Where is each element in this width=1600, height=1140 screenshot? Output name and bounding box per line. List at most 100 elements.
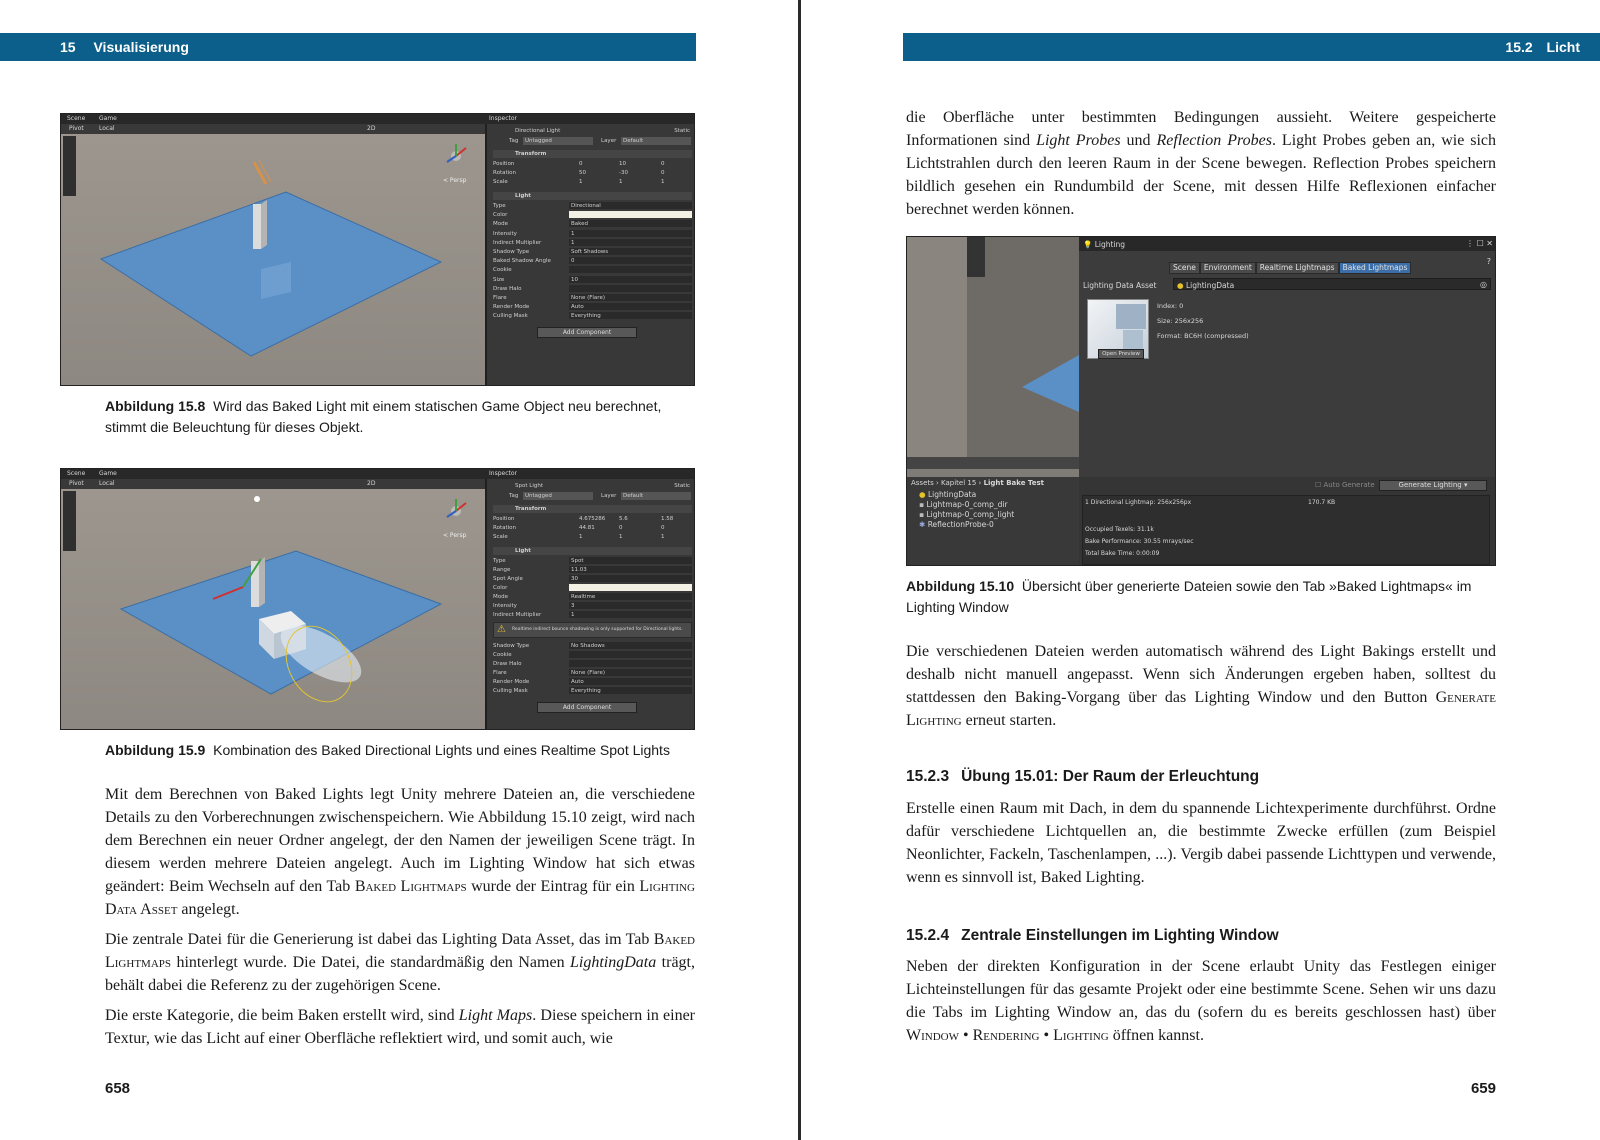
light-header[interactable]: Light [493, 547, 692, 555]
scene-tab[interactable]: Scene [67, 115, 86, 122]
breadcrumb-item[interactable]: Light Bake Test [983, 479, 1045, 487]
add-component-button[interactable]: Add Component [537, 702, 637, 713]
x-field[interactable]: 44.81 [579, 525, 595, 531]
persp-label[interactable]: < Persp [443, 532, 467, 539]
pivot-button[interactable]: Pivot [69, 125, 84, 132]
file-item[interactable]: ✱ ReflectionProbe-0 [919, 520, 1014, 530]
y-field[interactable]: 1 [619, 534, 623, 540]
tab-baked-lightmaps[interactable]: Baked Lightmaps [1338, 262, 1412, 274]
light-header[interactable]: Light [493, 192, 692, 200]
static-checkbox[interactable]: Static [674, 128, 690, 134]
game-tab[interactable]: Game [99, 115, 117, 122]
tool-palette[interactable] [967, 237, 985, 277]
file-item[interactable]: ▪ Lightmap-0_comp_dir [919, 500, 1014, 510]
property-value[interactable] [569, 211, 692, 219]
2d-toggle[interactable]: 2D [367, 125, 376, 132]
window-controls[interactable]: ⋮ ☐ ✕ [1466, 239, 1493, 248]
persp-label[interactable]: < Persp [443, 177, 467, 184]
property-value[interactable]: Everything [569, 312, 692, 320]
property-value[interactable]: 30 [569, 575, 692, 582]
z-field[interactable]: 1.58 [661, 516, 674, 522]
2d-toggle[interactable]: 2D [367, 480, 376, 487]
object-name[interactable]: Spot Light [515, 483, 543, 489]
inspector-tab[interactable]: Inspector [489, 470, 517, 477]
tab-realtime-lightmaps[interactable]: Realtime Lightmaps [1255, 262, 1339, 274]
x-field[interactable]: 1 [579, 534, 583, 540]
add-component-button[interactable]: Add Component [537, 327, 637, 338]
tag-dropdown[interactable]: Untagged [523, 137, 593, 145]
inspector-tab[interactable]: Inspector [489, 115, 517, 122]
property-value[interactable] [569, 584, 692, 591]
generate-lighting-button[interactable]: Generate Lighting ▾ [1379, 480, 1487, 491]
property-value[interactable]: 0 [569, 257, 692, 265]
asset-icon: ● [919, 490, 926, 499]
asset-name: LightingData [1185, 281, 1235, 290]
static-checkbox[interactable]: Static [674, 483, 690, 489]
help-icon[interactable]: ? [1486, 257, 1491, 266]
x-field[interactable]: 0 [579, 161, 583, 167]
property-value[interactable]: Everything [569, 687, 692, 694]
asset-field[interactable]: ● LightingData ◎ [1173, 278, 1491, 290]
breadcrumb-item[interactable]: Assets [911, 479, 934, 487]
property-value[interactable]: Auto [569, 678, 692, 685]
property-value[interactable]: Realtime [569, 593, 692, 600]
z-field[interactable]: 0 [661, 161, 665, 167]
z-field[interactable]: 0 [661, 525, 665, 531]
file-item[interactable]: ▪ Lightmap-0_comp_light [919, 510, 1014, 520]
x-field[interactable]: 50 [579, 170, 586, 176]
property-value[interactable] [569, 266, 692, 274]
y-field[interactable]: 0 [619, 525, 623, 531]
y-field[interactable]: 1 [619, 179, 623, 185]
chapter-title: Visualisierung [93, 39, 189, 55]
tool-palette[interactable] [63, 136, 76, 196]
z-field[interactable]: 1 [661, 534, 665, 540]
property-value[interactable]: 3 [569, 602, 692, 609]
property-value[interactable]: Spot [569, 557, 692, 564]
light-title: Light [515, 193, 531, 199]
property-value[interactable]: No Shadows [569, 642, 692, 649]
property-value[interactable]: None (Flare) [569, 669, 692, 676]
property-value[interactable]: None (Flare) [569, 294, 692, 301]
transform-header[interactable]: Transform [493, 505, 692, 513]
breadcrumb-item[interactable]: Kapitel 15 [941, 479, 977, 487]
object-picker-icon[interactable]: ◎ [1480, 280, 1487, 289]
property-value[interactable] [569, 651, 692, 658]
y-field[interactable]: 10 [619, 161, 626, 167]
transform-header[interactable]: Transform [493, 150, 692, 158]
local-button[interactable]: Local [99, 125, 115, 132]
object-name[interactable]: Directional Light [515, 128, 561, 134]
z-field[interactable]: 0 [661, 170, 665, 176]
x-field[interactable]: 1 [579, 179, 583, 185]
property-value[interactable]: Soft Shadows [569, 248, 692, 255]
layer-dropdown[interactable]: Default [621, 137, 691, 145]
property-value[interactable]: Baked [569, 220, 692, 228]
pivot-button[interactable]: Pivot [69, 480, 84, 487]
open-preview-button[interactable]: Open Preview [1098, 349, 1144, 359]
z-field[interactable]: 1 [661, 179, 665, 185]
y-field[interactable]: -30 [619, 170, 628, 176]
property-value[interactable]: 1 [569, 611, 692, 618]
y-field[interactable]: 5.6 [619, 516, 628, 522]
property-value[interactable]: 11.03 [569, 566, 692, 573]
scene-tab[interactable]: Scene [67, 470, 86, 477]
local-button[interactable]: Local [99, 480, 115, 487]
x-field[interactable]: 4.675286 [579, 516, 606, 522]
file-item[interactable]: ● LightingData [919, 490, 1014, 500]
property-value[interactable]: 1 [569, 229, 692, 237]
ui-term: Lighting Data Asset [105, 878, 695, 918]
property-value[interactable]: 10 [569, 275, 692, 283]
property-value[interactable] [569, 284, 692, 292]
tab-environment[interactable]: Environment [1199, 262, 1256, 274]
property-value[interactable]: Directional [569, 202, 692, 209]
auto-generate-checkbox[interactable]: ☐ Auto Generate [1315, 481, 1375, 489]
property-value[interactable] [569, 660, 692, 667]
layer-dropdown[interactable]: Default [621, 492, 691, 500]
tab-scene[interactable]: Scene [1169, 262, 1200, 274]
property-value[interactable]: Auto [569, 303, 692, 311]
heading-number: 15.2.4 [906, 927, 950, 944]
game-tab[interactable]: Game [99, 470, 117, 477]
tag-dropdown[interactable]: Untagged [523, 492, 593, 500]
property-value[interactable]: 1 [569, 238, 692, 246]
lighting-tab[interactable]: 💡 Lighting [1083, 240, 1125, 249]
tool-palette[interactable] [63, 491, 76, 551]
